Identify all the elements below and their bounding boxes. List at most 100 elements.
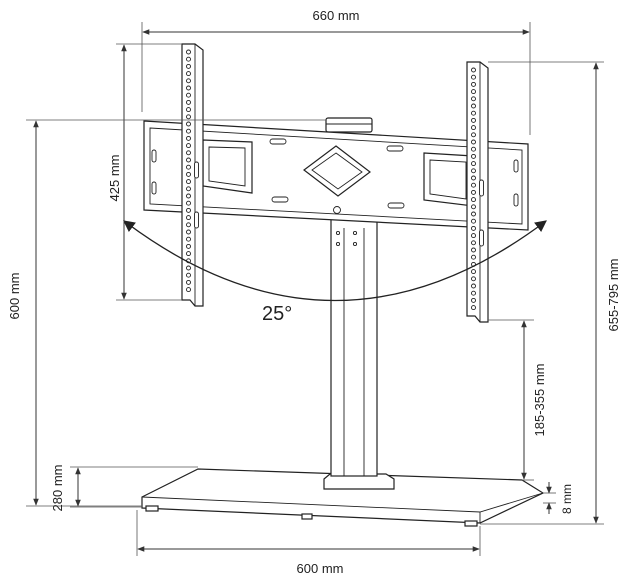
bracket-hole <box>186 179 191 185</box>
slot <box>386 145 404 152</box>
bracket-hole <box>471 247 476 253</box>
bracket-hole <box>186 215 191 221</box>
bracket-hole <box>471 218 476 224</box>
bracket-hole <box>186 236 191 242</box>
bracket-hole <box>471 117 476 123</box>
center-bolt <box>333 206 341 214</box>
bracket-hole <box>471 204 476 210</box>
bracket-hole <box>186 121 191 127</box>
right-bracket <box>466 61 489 323</box>
bracket-hole <box>471 197 476 203</box>
base-foot <box>145 505 159 512</box>
bracket-hole <box>471 168 476 174</box>
center-diamond <box>303 145 371 197</box>
bracket-hole <box>471 161 476 167</box>
bracket-hole <box>186 63 191 69</box>
bracket-hole <box>471 254 476 260</box>
bracket-hole <box>186 92 191 98</box>
bracket-hole <box>471 240 476 246</box>
bracket-hole <box>471 305 476 311</box>
bracket-slot <box>479 179 484 197</box>
bracket-hole <box>186 85 191 91</box>
bracket-hole <box>186 157 191 163</box>
bracket-hole <box>471 189 476 195</box>
bracket-slot <box>479 229 484 247</box>
dim-mount-height-label: 600 mm <box>7 273 22 320</box>
bracket-hole <box>471 283 476 289</box>
bracket-hole <box>471 146 476 152</box>
bracket-hole <box>186 243 191 249</box>
bracket-hole <box>471 74 476 80</box>
dim-adjust-range <box>488 319 534 481</box>
bracket-hole <box>471 81 476 87</box>
bracket-hole <box>186 186 191 192</box>
dim-mount-height <box>26 119 326 507</box>
bracket-hole <box>471 290 476 296</box>
bracket-hole <box>186 164 191 170</box>
bracket-hole <box>186 49 191 55</box>
bracket-hole <box>471 103 476 109</box>
dim-bracket-height <box>116 43 182 301</box>
dim-base-height-label: 280 mm <box>50 465 65 512</box>
bracket-hole <box>471 276 476 282</box>
bracket-hole <box>471 175 476 181</box>
bracket-hole <box>471 139 476 145</box>
bracket-hole <box>186 171 191 177</box>
bracket-hole <box>471 153 476 159</box>
bracket-hole <box>186 287 191 293</box>
slot <box>387 202 405 209</box>
dim-bracket-height-label: 425 mm <box>107 155 122 202</box>
dim-total-height-label: 655-795 mm <box>606 259 621 332</box>
bracket-hole <box>471 269 476 275</box>
slot <box>271 196 289 203</box>
bracket-hole <box>186 71 191 77</box>
bracket-hole <box>471 225 476 231</box>
bracket-hole <box>186 114 191 120</box>
column-collar <box>323 473 395 490</box>
tilt-arc <box>123 220 547 301</box>
bracket-hole <box>471 211 476 217</box>
bracket-slot <box>194 161 199 179</box>
dim-adjust-range-label: 185-355 mm <box>532 364 547 437</box>
tilt-angle-label: 25° <box>262 303 292 325</box>
bracket-hole <box>186 265 191 271</box>
dim-top-width-label: 660 mm <box>313 8 360 23</box>
bracket-hole <box>471 110 476 116</box>
bracket-hole <box>471 132 476 138</box>
dim-total-height <box>480 61 604 525</box>
bracket-hole <box>471 297 476 303</box>
dim-top-width <box>141 22 531 135</box>
bracket-hole <box>186 107 191 113</box>
bracket-hole <box>471 96 476 102</box>
bracket-hole <box>186 200 191 206</box>
bracket-hole <box>186 99 191 105</box>
bracket-hole <box>471 182 476 188</box>
bracket-hole <box>186 193 191 199</box>
bracket-hole <box>186 229 191 235</box>
slot <box>269 138 287 145</box>
dim-base-thickness-label: 8 mm <box>560 484 574 514</box>
bracket-hole <box>186 272 191 278</box>
bracket-hole <box>186 251 191 257</box>
bracket-hole <box>186 135 191 141</box>
dim-base-height <box>70 466 198 508</box>
bracket-hole <box>186 56 191 62</box>
bracket-hole <box>471 89 476 95</box>
base-foot <box>301 513 313 520</box>
bracket-hole <box>186 143 191 149</box>
bracket-hole <box>186 128 191 134</box>
left-bracket <box>181 43 204 307</box>
dim-base-width <box>136 510 481 556</box>
bracket-slot <box>194 211 199 229</box>
bracket-hole <box>186 222 191 228</box>
dim-base-thickness <box>543 482 556 514</box>
bracket-hole <box>471 125 476 131</box>
top-cylinder <box>325 117 373 133</box>
bracket-hole <box>186 150 191 156</box>
bracket-hole <box>186 279 191 285</box>
bracket-hole <box>471 67 476 73</box>
bracket-hole <box>186 78 191 84</box>
base-foot <box>464 520 478 527</box>
